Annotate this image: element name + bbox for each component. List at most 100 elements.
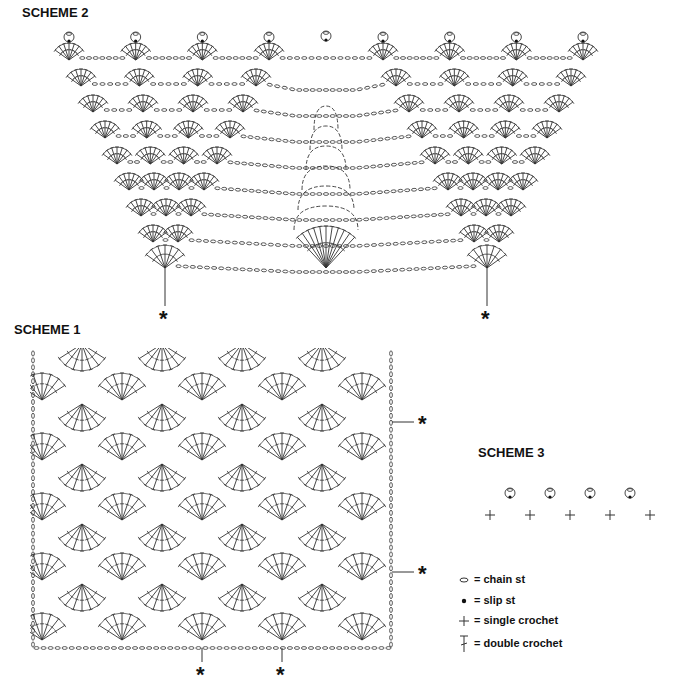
- stitch-line: [141, 206, 155, 216]
- chain-stitch: [540, 57, 545, 60]
- fan-top: [533, 121, 561, 128]
- chain-stitch: [337, 89, 342, 92]
- stitch-line: [188, 72, 198, 86]
- chain-stitch: [352, 57, 357, 60]
- chain-stitch: [411, 188, 416, 191]
- stitch-line: [480, 246, 487, 268]
- chain-stitch: [482, 135, 487, 138]
- chain-stitch: [330, 115, 335, 118]
- chain-stitch: [330, 219, 335, 222]
- chain-stitch: [235, 161, 240, 164]
- chain-stitch: [261, 269, 266, 272]
- stitch-line: [474, 232, 488, 242]
- stitch-line: [516, 43, 517, 60]
- stitch-line: [145, 584, 162, 605]
- chain-stitch: [443, 239, 448, 242]
- stitch-line: [161, 182, 164, 186]
- stitch-line: [110, 626, 113, 629]
- stitch-line: [448, 176, 458, 190]
- chain-stitch: [364, 270, 369, 273]
- chain-stitch: [371, 138, 376, 141]
- stitch-line: [322, 584, 345, 599]
- stitch-line: [443, 174, 448, 190]
- chain-stitch: [151, 213, 156, 216]
- chain-stitch: [228, 161, 233, 164]
- chain-stitch: [471, 213, 476, 216]
- stitch-line: [466, 104, 469, 108]
- chain-stitch: [418, 188, 423, 191]
- stitch-line: [202, 619, 219, 640]
- chain-stitch: [249, 216, 254, 219]
- stitch-line: [282, 625, 305, 640]
- fan-top: [255, 43, 283, 50]
- chain-stitch: [343, 193, 348, 196]
- chain-stitch: [287, 57, 292, 60]
- chain-stitch: [360, 57, 365, 60]
- stitch-line: [54, 629, 56, 633]
- stitch-line: [141, 199, 142, 216]
- stitch-line: [362, 613, 363, 640]
- stitch-line: [153, 228, 163, 242]
- chain-stitch: [407, 57, 412, 60]
- chain-stitch: [405, 189, 410, 192]
- stitch-line: [299, 584, 322, 599]
- stitch-line: [105, 619, 122, 640]
- chain-stitch: [303, 141, 308, 144]
- chain-stitch: [290, 244, 295, 247]
- stitch-line: [166, 199, 167, 216]
- stitch-line: [473, 176, 483, 190]
- stitch-line: [204, 180, 218, 190]
- stitch-line: [450, 50, 464, 60]
- stitch-line: [458, 122, 463, 138]
- stitch-line: [166, 202, 176, 216]
- chain-stitch: [323, 271, 328, 274]
- stitch-line: [40, 623, 44, 624]
- stitch-line: [435, 147, 436, 164]
- stitch-line: [513, 72, 523, 86]
- chain-stitch: [487, 57, 492, 60]
- chain-stitch: [290, 140, 295, 143]
- chain-stitch: [447, 135, 452, 138]
- chain-stitch: [323, 89, 328, 92]
- stitch-line: [186, 182, 189, 186]
- chain-stitch: [364, 86, 370, 90]
- chain-stitch: [219, 109, 224, 112]
- stitch-line: [282, 613, 283, 640]
- chain-stitch: [400, 57, 405, 60]
- scheme-1-chart: [18, 344, 414, 662]
- chain-stitch: [120, 57, 125, 60]
- fan-top: [175, 121, 203, 128]
- chain-stitch: [66, 33, 71, 36]
- stitch-line: [501, 202, 511, 216]
- stitch-line: [42, 625, 65, 640]
- chain-stitch: [323, 115, 328, 118]
- chain-stitch: [310, 193, 315, 196]
- stitch-line: [518, 208, 521, 212]
- stitch-line: [187, 629, 189, 633]
- chain-stitch: [232, 241, 237, 244]
- stitch-line: [156, 202, 166, 216]
- chain-stitch: [108, 83, 113, 86]
- chain-stitch: [220, 57, 225, 60]
- chain-stitch: [337, 271, 342, 274]
- pineapple-loop: [302, 166, 350, 190]
- stitch-line: [198, 208, 201, 212]
- stitch-line: [197, 44, 202, 60]
- chain-stitch: [519, 161, 524, 164]
- stitch-line: [90, 595, 93, 598]
- stitch-line: [566, 104, 569, 108]
- picot-ring: [578, 32, 588, 42]
- stitch-line: [493, 208, 496, 212]
- stitch-line: [150, 150, 160, 164]
- chain-stitch: [567, 57, 572, 60]
- stitch-line: [95, 124, 105, 138]
- chain-stitch: [438, 83, 443, 86]
- chain-stitch: [297, 115, 302, 118]
- stitch-line: [129, 176, 139, 190]
- stitch-line: [230, 124, 240, 138]
- stitch-line: [322, 584, 339, 605]
- chain-stitch: [425, 187, 430, 190]
- stitch-line: [186, 200, 191, 216]
- stitch-line: [230, 595, 233, 598]
- chain-stitch: [493, 109, 498, 112]
